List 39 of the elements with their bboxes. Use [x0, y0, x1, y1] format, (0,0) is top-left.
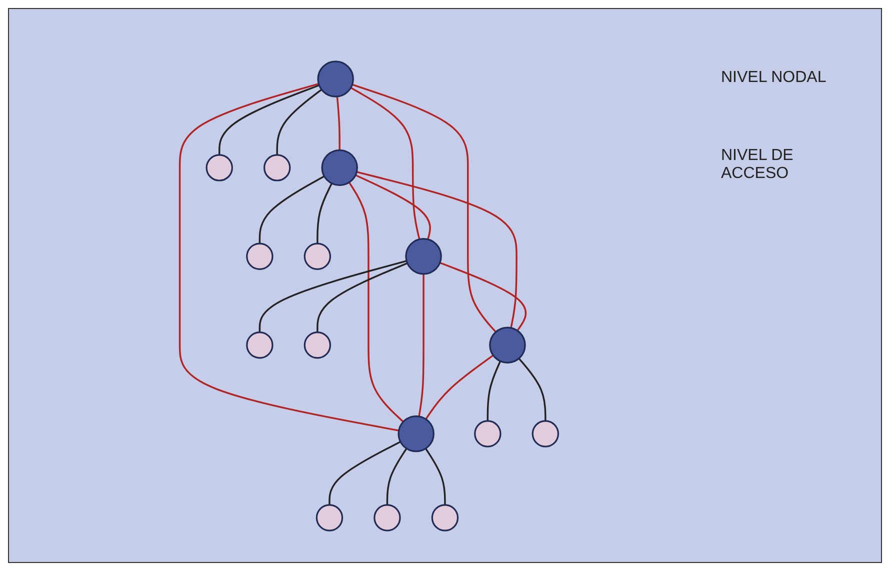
connector-line: [518, 358, 546, 421]
access-circle: [431, 504, 459, 532]
connector-line: [425, 354, 494, 420]
connector-line: [356, 171, 518, 328]
connector-line: [350, 87, 420, 240]
access-circle: [246, 242, 274, 270]
connector-line: [178, 82, 399, 432]
access-circle: [374, 504, 401, 532]
access-circle: [474, 420, 502, 448]
connector-line: [424, 448, 446, 505]
nodal-circle: [405, 238, 442, 275]
access-circle: [264, 154, 291, 182]
connector-line: [258, 260, 407, 332]
connector-line: [440, 262, 527, 332]
nodal-circle: [489, 326, 526, 364]
connector-line: [276, 88, 322, 155]
access-circle: [246, 331, 274, 359]
nodal-circle: [321, 149, 358, 186]
nodal-circle: [398, 415, 434, 452]
connector-line: [336, 96, 340, 150]
connector-line: [316, 183, 333, 244]
access-circle: [316, 504, 344, 532]
connector-line: [418, 274, 424, 417]
connector-line: [486, 360, 502, 421]
connector-line: [386, 448, 408, 505]
level-label: NIVEL NODAL: [721, 69, 828, 87]
connector-line: [328, 441, 401, 505]
access-circle: [304, 331, 332, 359]
connector-line: [316, 262, 408, 332]
access-circle: [532, 420, 560, 448]
access-circle: [304, 242, 332, 270]
connector-line: [352, 84, 496, 333]
connector-line: [218, 84, 320, 155]
level-label: NIVEL DE ACCESO: [721, 147, 794, 183]
connector-line: [348, 182, 404, 422]
access-circle: [206, 154, 233, 182]
connector-line: [355, 174, 431, 240]
connector-line: [258, 175, 325, 244]
nodal-circle: [317, 60, 354, 98]
